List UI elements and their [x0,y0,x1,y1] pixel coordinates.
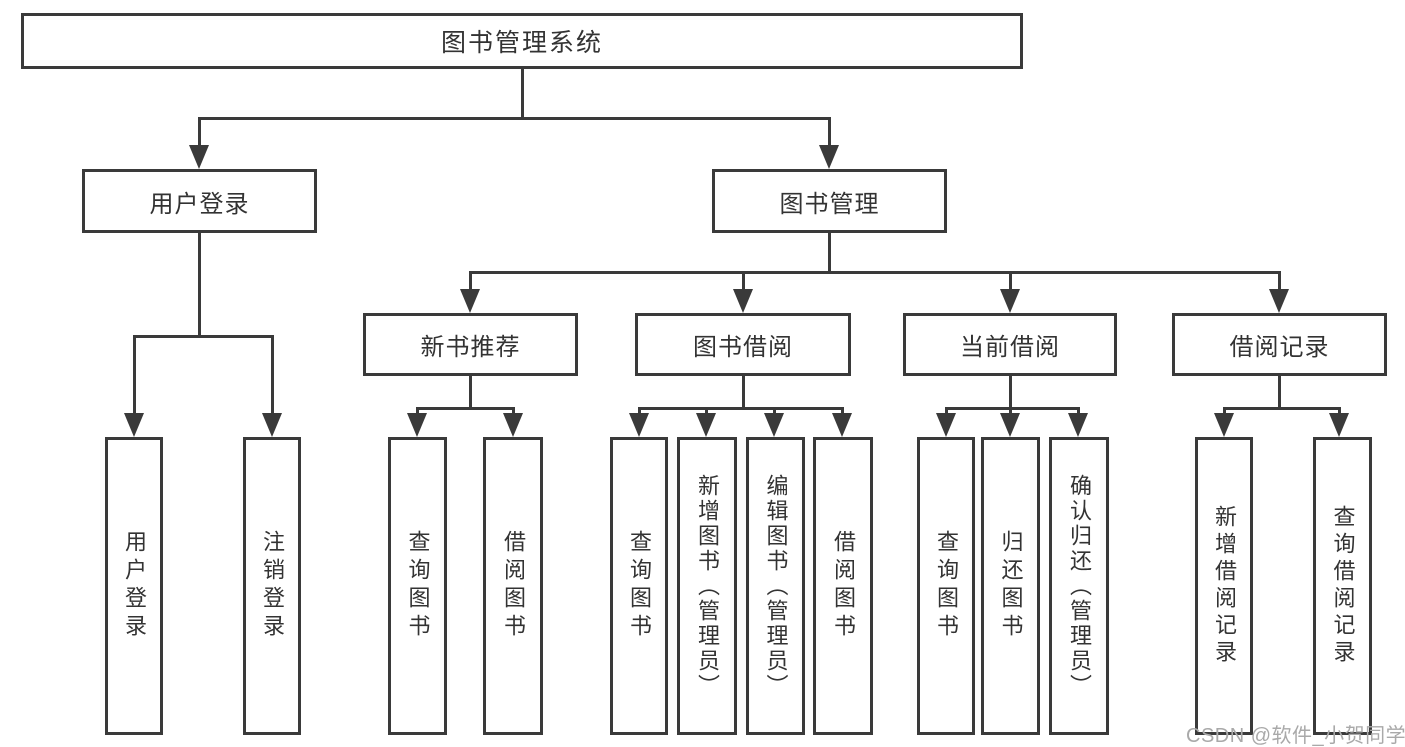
arrow-stem [468,272,472,293]
node-query-books-borrowing: 查询图书 [610,437,668,735]
node-query-books-recommend: 查询图书 [388,437,447,735]
arrow-stem [197,118,201,149]
node-borrowing-records-label: 借阅记录 [1229,334,1330,361]
flow-line-vertical [520,69,524,118]
arrowhead-down-icon [503,413,523,437]
node-user-login-leaf: 用户登录 [105,437,163,735]
node-root-label: 图书管理系统 [440,29,603,57]
node-book-borrowing: 图书借阅 [635,313,851,376]
node-edit-books-admin-label: 编辑图书（管理员） [763,473,789,699]
node-book-borrowing-label: 图书借阅 [693,334,793,361]
node-logout-label: 注销登录 [260,530,285,642]
node-borrow-books-recommend-label: 借阅图书 [501,530,526,642]
node-query-books-current: 查询图书 [917,437,975,735]
arrow-stem [1277,272,1281,293]
arrowhead-down-icon [262,413,282,437]
arrowhead-down-icon [1269,289,1289,313]
flow-line-vertical [1277,376,1281,408]
arrowhead-down-icon [696,413,716,437]
node-current-borrowing: 当前借阅 [903,313,1117,376]
arrowhead-down-icon [460,289,480,313]
arrowhead-down-icon [629,413,649,437]
flow-line-horizontal [1222,406,1341,410]
node-return-books-label: 归还图书 [998,530,1024,642]
flow-line-vertical [741,376,745,408]
arrow-stem [511,408,515,417]
arrow-stem [270,336,274,417]
arrowhead-down-icon [189,145,209,169]
arrowhead-down-icon [407,413,427,437]
node-query-books-recommend-label: 查询图书 [405,530,431,642]
node-book-management: 图书管理 [712,169,947,233]
node-logout: 注销登录 [243,437,301,735]
arrowhead-down-icon [764,413,784,437]
arrowhead-down-icon [1329,413,1349,437]
arrow-stem [1008,408,1012,417]
node-confirm-return-admin-label: 确认归还（管理员） [1067,473,1092,699]
arrow-stem [772,408,776,417]
arrow-stem [415,408,419,417]
flow-line-horizontal [637,406,844,410]
node-user-login: 用户登录 [82,169,317,233]
arrowhead-down-icon [1068,413,1088,437]
arrow-stem [1008,272,1012,293]
arrow-stem [741,272,745,293]
node-new-book-recommend: 新书推荐 [363,313,578,376]
arrowhead-down-icon [819,145,839,169]
arrowhead-down-icon [733,289,753,313]
node-add-books-admin: 新增图书（管理员） [677,437,737,735]
node-borrowing-records: 借阅记录 [1172,313,1387,376]
flow-line-horizontal [132,334,274,338]
node-query-books-borrowing-label: 查询图书 [627,530,652,642]
flow-line-horizontal [468,270,1281,274]
arrow-stem [1222,408,1226,417]
node-query-borrow-record: 查询借阅记录 [1313,437,1372,735]
flow-line-horizontal [944,406,1080,410]
node-confirm-return-admin: 确认归还（管理员） [1049,437,1109,735]
arrowhead-down-icon [832,413,852,437]
node-add-books-admin-label: 新增图书（管理员） [695,473,720,699]
arrow-stem [840,408,844,417]
node-new-book-recommend-label: 新书推荐 [420,334,521,361]
arrowhead-down-icon [1214,413,1234,437]
node-add-borrow-record-label: 新增借阅记录 [1212,505,1237,667]
arrow-stem [1076,408,1080,417]
node-return-books: 归还图书 [981,437,1040,735]
node-user-login-label: 用户登录 [149,190,250,218]
arrowhead-down-icon [936,413,956,437]
node-user-login-leaf-label: 用户登录 [122,530,147,642]
arrow-stem [944,408,948,417]
arrowhead-down-icon [124,413,144,437]
node-borrow-books-recommend: 借阅图书 [483,437,543,735]
node-query-books-current-label: 查询图书 [934,530,959,642]
arrow-stem [132,336,136,417]
flow-line-vertical [827,233,831,272]
arrow-stem [827,118,831,149]
arrowhead-down-icon [1000,289,1020,313]
node-add-borrow-record: 新增借阅记录 [1195,437,1253,735]
arrow-stem [1337,408,1341,417]
arrow-stem [704,408,708,417]
flow-line-vertical [197,233,201,336]
node-edit-books-admin: 编辑图书（管理员） [746,437,805,735]
node-borrow-books-borrowing: 借阅图书 [813,437,873,735]
node-query-borrow-record-label: 查询借阅记录 [1330,505,1356,667]
node-current-borrowing-label: 当前借阅 [960,334,1060,361]
flow-line-vertical [468,376,472,408]
node-book-management-label: 图书管理 [779,190,880,218]
arrowhead-down-icon [1000,413,1020,437]
flow-line-horizontal [415,406,515,410]
flow-line-horizontal [197,116,831,120]
arrow-stem [637,408,641,417]
watermark: CSDN @软件_小贺同学 [1186,725,1405,747]
node-root: 图书管理系统 [21,13,1023,69]
node-borrow-books-borrowing-label: 借阅图书 [831,530,856,642]
flow-line-vertical [1008,376,1012,408]
